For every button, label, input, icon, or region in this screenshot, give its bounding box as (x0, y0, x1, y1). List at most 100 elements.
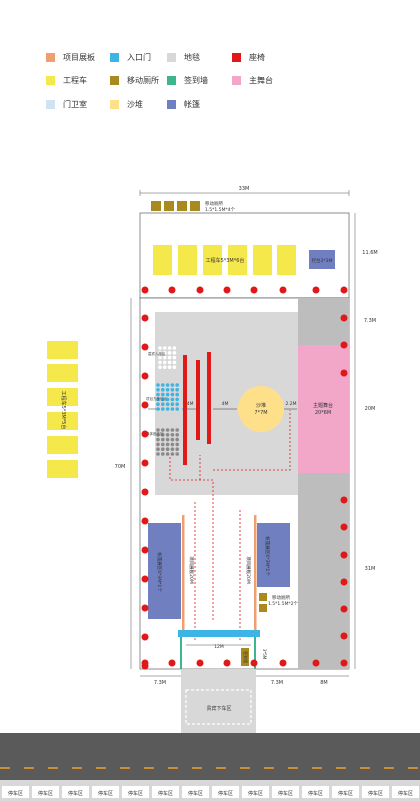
seat-dot (340, 369, 348, 377)
seat (172, 351, 177, 355)
seat (156, 407, 160, 411)
seat-dot (340, 632, 348, 640)
seat (170, 388, 175, 392)
seat (161, 402, 165, 407)
legend-item-4: 座椅 (232, 52, 265, 63)
seat (170, 428, 175, 432)
seat (156, 397, 160, 402)
side-truck-2 (47, 364, 78, 382)
dim-road: 12M (214, 644, 224, 650)
tent-left-label: 帐篷展区6*3M*1个 (156, 552, 163, 592)
seat (163, 365, 167, 370)
seat (165, 447, 170, 452)
seat (163, 351, 167, 355)
tent-right (257, 523, 290, 587)
project-seats (156, 383, 179, 411)
entrance-size: 3*5M (262, 649, 267, 660)
toilet-top-size: 1.5*1.5M*4个 (205, 207, 236, 213)
dim-side-mid: 7.3M (271, 680, 283, 686)
parking-lot (392, 786, 419, 798)
legend-swatch (46, 100, 55, 109)
red-board-1 (183, 355, 187, 465)
tent-right-label: 帐篷展区6*3M*1个 (264, 536, 271, 576)
legend-swatch (167, 53, 176, 62)
seat (165, 402, 170, 407)
side-seats (141, 314, 348, 670)
legend-item-11: 帐篷 (167, 99, 200, 110)
parking-label: 停车区 (368, 790, 383, 797)
seat-dot (141, 604, 149, 612)
legend-item-2: 入口门 (110, 52, 151, 63)
seat (167, 351, 172, 355)
parking-lot (272, 786, 299, 798)
seat-dot (279, 659, 287, 667)
stage-size: 20*6M (315, 410, 331, 416)
legend-swatch (110, 76, 119, 85)
seat (161, 407, 165, 411)
toilet-top-label: 移动厕所 (205, 200, 223, 207)
parking-lot (332, 786, 359, 798)
seat-dot (340, 523, 348, 531)
seat-dot (141, 401, 149, 409)
seat-dot (141, 286, 149, 294)
seat (175, 437, 179, 442)
seat (175, 433, 179, 437)
legend-swatch (46, 53, 55, 62)
seat (158, 346, 162, 350)
seat (165, 392, 170, 397)
legend-label: 主舞台 (249, 76, 273, 85)
toilet-right-1 (259, 593, 267, 601)
legend-label: 沙堆 (127, 100, 143, 109)
seat (161, 447, 165, 452)
guide-paths (169, 410, 291, 640)
seat (172, 360, 177, 365)
seat-dot (340, 341, 348, 349)
seat-dot (340, 314, 348, 322)
seat (172, 346, 177, 350)
legend-item-8: 主舞台 (232, 75, 273, 86)
seat (156, 447, 160, 452)
seat (170, 407, 175, 411)
seat-dot (223, 286, 231, 294)
dim-overall-height: 70M (115, 464, 126, 470)
seat-dot (196, 659, 204, 667)
parking-lots: 停车区停车区停车区停车区停车区停车区停车区停车区停车区停车区停车区停车区停车区停… (2, 786, 419, 798)
seat-dot (141, 633, 149, 641)
toilet-icon-3 (177, 201, 187, 211)
board-left (182, 515, 185, 630)
parking-label: 停车区 (98, 790, 113, 797)
seat-label-2: 项目方座位区 (146, 396, 167, 401)
seat (156, 392, 160, 397)
board-right (254, 515, 257, 630)
seat-dot (141, 546, 149, 554)
entrance-gate (178, 630, 260, 637)
guard-label: 控台3*3M (312, 257, 333, 264)
parking-label: 停车区 (308, 790, 323, 797)
seat (165, 452, 170, 456)
seat (163, 355, 167, 360)
sign-wall-right (254, 637, 256, 669)
legend-swatch (110, 100, 119, 109)
dim-side-left: 7.3M (154, 680, 166, 686)
seat-dot (141, 459, 149, 467)
seat-label-3: 媒体座位区 (146, 431, 164, 436)
legend-swatch (232, 76, 241, 85)
seat (156, 402, 160, 407)
seat (165, 442, 170, 447)
seat (170, 437, 175, 442)
seat (161, 433, 165, 437)
seat-dot (141, 659, 149, 667)
seat (156, 433, 160, 437)
parking-lot (362, 786, 389, 798)
seat-dot (141, 430, 149, 438)
dim-lower-height: 31M (365, 566, 376, 572)
seat-dot (312, 286, 320, 294)
seat-dot (141, 488, 149, 496)
legend-item-3: 地毯 (167, 52, 200, 63)
seat-dot (141, 372, 149, 380)
side-truck-3 (47, 388, 78, 406)
parking-label: 停车区 (8, 790, 23, 797)
red-board-2 (196, 360, 200, 440)
parking-lot (92, 786, 119, 798)
seat-dot (141, 343, 149, 351)
